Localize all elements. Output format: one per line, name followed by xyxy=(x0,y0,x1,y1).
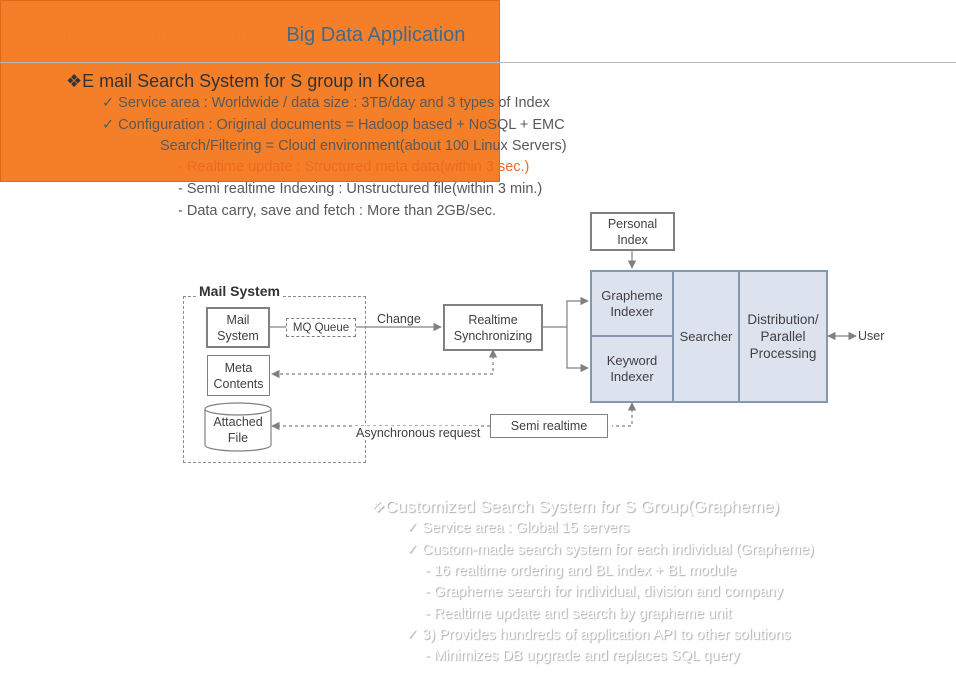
mail-system-group-label: Mail System xyxy=(196,283,283,299)
section2-item: - 16 realtime ordering and BL index + BL… xyxy=(425,563,737,579)
section2-heading: ❖Customized Search System for S Group(Gr… xyxy=(370,497,780,516)
section2-item: - Realtime update and search by grapheme… xyxy=(425,606,732,622)
async-request-label: Asynchronous request xyxy=(355,426,482,440)
section2-item: ✓ 3) Provides hundreds of application AP… xyxy=(406,627,791,643)
customized-search-panel xyxy=(0,0,500,182)
arrow-sync-meta xyxy=(271,349,498,379)
grapheme-indexer-node: Grapheme Indexer xyxy=(590,270,674,337)
section1-item: Search/Filtering = Cloud environment(abo… xyxy=(160,138,567,154)
meta-contents-node: Meta Contents xyxy=(207,355,270,396)
mq-queue-node: MQ Queue xyxy=(286,318,356,337)
title-main: Big Data Application xyxy=(286,24,466,46)
change-label: Change xyxy=(377,312,421,326)
section2-item: - Grapheme search for individual, divisi… xyxy=(425,584,783,600)
arrow-to-grapheme xyxy=(566,296,589,327)
page-title: [Example of Installation] Big Data Applic… xyxy=(64,24,465,47)
arrow-to-keyword xyxy=(566,327,589,373)
section1-item: ✓ Configuration : Original documents = H… xyxy=(102,117,565,133)
section1-item-highlight: - Realtime update : Structured meta data… xyxy=(178,159,530,175)
distribution-node: Distribution/ Parallel Processing xyxy=(738,270,828,403)
mail-system-node: Mail System xyxy=(206,307,270,348)
section1-heading: ❖E mail Search System for S group in Kor… xyxy=(66,71,426,91)
section2-item: - Minimizes DB upgrade and replaces SQL … xyxy=(425,648,740,664)
searcher-node: Searcher xyxy=(672,270,740,403)
arrow-semi-realtime xyxy=(612,402,637,427)
title-prefix: [Example of Installation] xyxy=(64,24,277,46)
personal-index-node: Personal Index xyxy=(590,212,675,251)
section1-item: - Data carry, save and fetch : More than… xyxy=(178,203,497,219)
title-divider xyxy=(0,62,956,63)
semi-realtime-node: Semi realtime xyxy=(490,414,608,438)
attached-file-node: Attached File xyxy=(213,415,263,445)
section1-item: ✓ Service area : Worldwide / data size :… xyxy=(102,95,550,111)
section1-item: - Semi realtime Indexing : Unstructured … xyxy=(178,181,543,197)
realtime-sync-node: Realtime Synchronizing xyxy=(443,304,543,351)
section2-item: ✓ Service area : Global 15 servers xyxy=(406,520,630,536)
keyword-indexer-node: Keyword Indexer xyxy=(590,335,674,403)
section2-item: ✓ Custom-made search system for each ind… xyxy=(406,542,814,558)
user-label: User xyxy=(858,329,885,343)
